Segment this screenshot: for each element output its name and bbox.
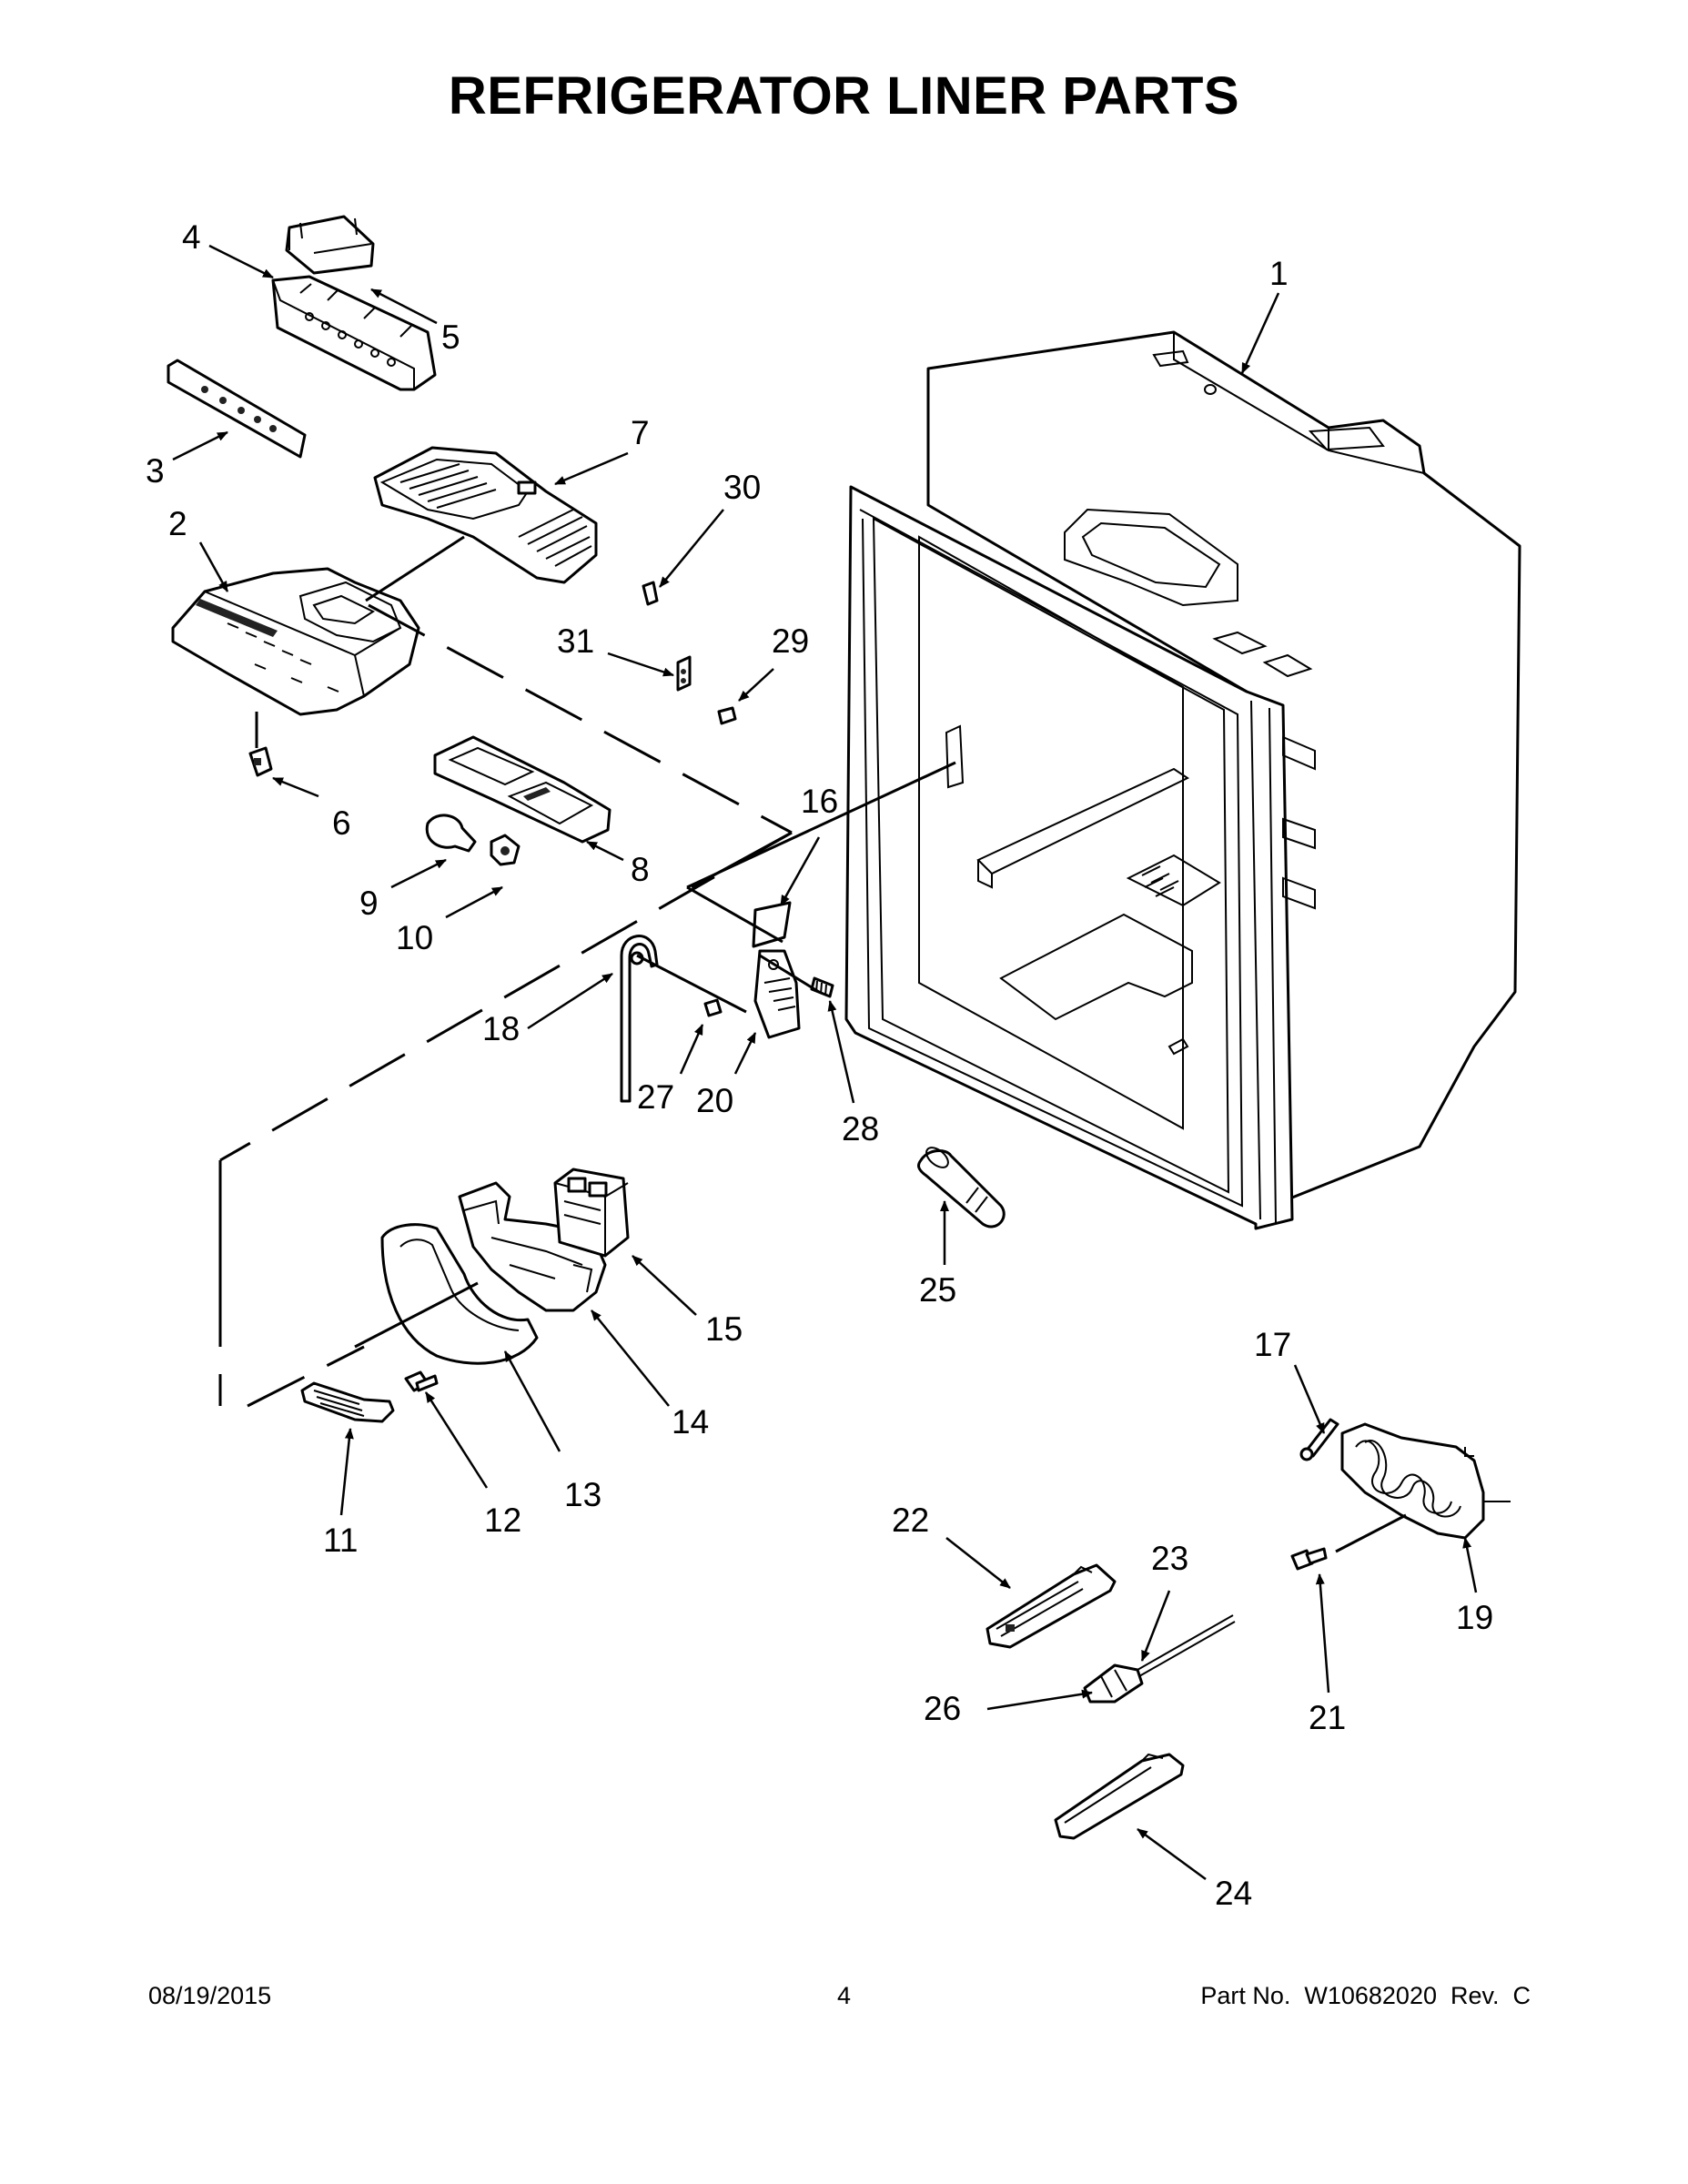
thermistor-part-23: [1137, 1614, 1236, 1677]
water-tube-part-18: [620, 935, 659, 1103]
callout-1: 1: [1269, 255, 1289, 292]
clip-part-27: [703, 998, 723, 1017]
water-filter-part-25: [917, 1147, 1006, 1228]
footer-part-number: Part No. W10682020 Rev. C: [1200, 1982, 1531, 2009]
dispenser-module-part-15: [553, 1168, 630, 1258]
footer-date: 08/19/2015: [148, 1982, 272, 2009]
thermistor-bracket-part-22: [986, 1563, 1117, 1649]
callout-labels: 1 4 5 3 7 30 2 31 29 16 6 8 9 10 18 27 2…: [146, 218, 1493, 1912]
drain-trough-part-24: [1054, 1753, 1185, 1840]
callout-3: 3: [146, 452, 165, 490]
heater-part-17: [1299, 1418, 1339, 1461]
callout-26: 26: [924, 1690, 961, 1727]
callout-12: 12: [484, 1502, 521, 1539]
callout-25: 25: [919, 1271, 956, 1309]
callout-11: 11: [323, 1522, 358, 1559]
light-cover-part-7: [373, 446, 598, 584]
callout-23: 23: [1151, 1540, 1188, 1577]
phantom-lines: [218, 535, 1407, 1553]
lamp-socket-part-10: [490, 834, 521, 866]
thermistor-grommet-part-26: [1083, 1663, 1144, 1704]
callout-2: 2: [168, 505, 187, 542]
footer-page-number: 4: [836, 1982, 852, 2009]
callout-19: 19: [1456, 1599, 1493, 1636]
clip-part-29: [717, 706, 737, 725]
clip-part-30: [642, 581, 659, 606]
lamp-socket-part-6: [248, 746, 273, 777]
lamp-housing-part-8: [433, 735, 612, 844]
callout-31: 31: [557, 622, 594, 660]
dispenser-trim-part-11: [300, 1381, 395, 1423]
dispenser-chute-part-20: [753, 949, 801, 1039]
callout-29: 29: [772, 622, 809, 660]
callout-17: 17: [1254, 1326, 1291, 1363]
control-housing-base-part-2: [171, 567, 420, 716]
callout-9: 9: [359, 885, 379, 922]
refrigerator-liner: [844, 330, 1521, 1230]
callout-20: 20: [696, 1082, 733, 1119]
screw-part-12: [404, 1370, 439, 1392]
bracket-part-31: [676, 655, 692, 692]
callout-18: 18: [482, 1010, 520, 1047]
callout-22: 22: [892, 1502, 929, 1539]
callout-21: 21: [1309, 1699, 1346, 1736]
dispenser-housing-part-14: [458, 1181, 607, 1312]
callout-13: 13: [564, 1476, 601, 1513]
callout-16: 16: [801, 783, 838, 820]
callout-leaders: [172, 244, 1478, 1881]
callout-30: 30: [723, 469, 761, 506]
callout-8: 8: [631, 851, 650, 888]
callout-6: 6: [332, 804, 351, 842]
page-title: REFRIGERATOR LINER PARTS: [448, 66, 1240, 126]
callout-14: 14: [672, 1403, 709, 1441]
callout-27: 27: [637, 1078, 674, 1116]
callout-7: 7: [631, 414, 650, 451]
callout-15: 15: [705, 1310, 743, 1348]
control-bracket-part-4: [285, 215, 375, 275]
callout-28: 28: [842, 1110, 879, 1148]
screw-part-28: [810, 976, 834, 998]
callout-4: 4: [182, 218, 201, 256]
chute-cover-part-16: [752, 901, 792, 948]
control-housing-part-5: [271, 275, 437, 391]
control-overlay-part-3: [167, 359, 307, 459]
screw-part-21: [1290, 1547, 1328, 1571]
callout-24: 24: [1215, 1875, 1252, 1912]
light-bulb-part-9: [425, 814, 477, 853]
callout-5: 5: [441, 318, 460, 356]
evaporator-heater-part-19: [1340, 1422, 1511, 1540]
callout-10: 10: [396, 919, 433, 956]
